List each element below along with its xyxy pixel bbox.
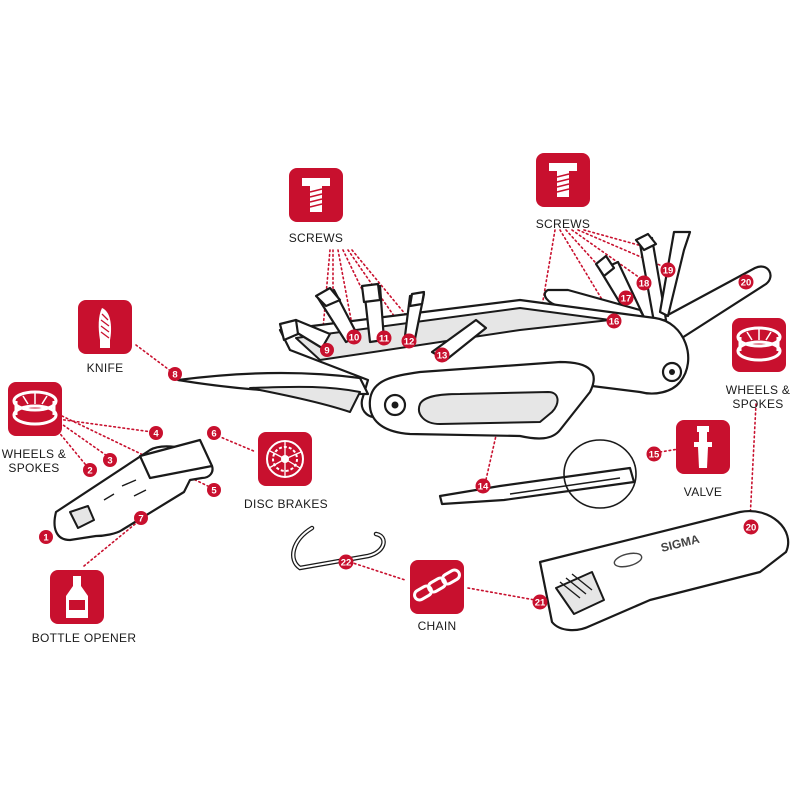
callout-11: 11 <box>376 330 392 346</box>
svg-text:19: 19 <box>663 266 674 277</box>
svg-text:17: 17 <box>621 294 632 305</box>
callout-6: 6 <box>207 426 221 440</box>
screw-icon <box>289 168 343 222</box>
callout-15: 15 <box>646 446 662 462</box>
callout-19: 19 <box>660 262 676 278</box>
bottle-icon <box>50 570 104 624</box>
label-wheels-right-line1: WHEELS & <box>726 383 790 397</box>
svg-text:2: 2 <box>87 466 92 477</box>
label-wheels-left-line2: SPOKES <box>8 461 59 475</box>
svg-text:4: 4 <box>153 429 159 440</box>
callout-1: 1 <box>39 530 53 544</box>
label-bottle-opener: BOTTLE OPENER <box>32 631 137 645</box>
callout-8: 8 <box>168 367 182 381</box>
knife-icon <box>78 300 132 354</box>
chain-icon <box>410 560 464 614</box>
label-wheels-right-line2: SPOKES <box>732 397 783 411</box>
svg-text:8: 8 <box>172 370 177 381</box>
svg-text:5: 5 <box>211 486 217 497</box>
main-multitool <box>176 230 772 440</box>
callout-12: 12 <box>401 333 417 349</box>
callout-10: 10 <box>346 329 362 345</box>
callout-17: 17 <box>618 290 634 306</box>
label-screws-left: SCREWS <box>289 231 343 245</box>
chain-hook <box>291 525 386 571</box>
callout-13: 13 <box>434 347 450 363</box>
wheel-spokes-icon <box>8 382 62 436</box>
disc-brake-icon <box>258 432 312 486</box>
wheel-spokes-icon <box>732 318 786 372</box>
svg-text:22: 22 <box>341 558 352 569</box>
callout-7: 7 <box>134 511 148 525</box>
screw-icon <box>536 153 590 207</box>
valve-icon <box>676 420 730 474</box>
callout-5: 5 <box>207 483 221 497</box>
spoke-wrench-tool <box>53 438 214 542</box>
callout-2: 2 <box>83 463 97 477</box>
label-screws-right: SCREWS <box>536 217 590 231</box>
callout-badges: 1 2 3 4 5 6 7 8 9 10 11 12 13 14 15 16 1… <box>39 262 759 610</box>
svg-text:7: 7 <box>138 514 143 525</box>
callout-20-bottom: 20 <box>743 519 759 535</box>
callout-3: 3 <box>103 453 117 467</box>
svg-text:1: 1 <box>43 533 49 544</box>
callout-4: 4 <box>149 426 163 440</box>
label-disc-brakes: DISC BRAKES <box>244 497 328 511</box>
svg-text:14: 14 <box>478 482 489 493</box>
label-chain: CHAIN <box>418 619 457 633</box>
label-valve: VALVE <box>684 485 722 499</box>
callout-22: 22 <box>338 554 354 570</box>
callout-20-top: 20 <box>738 274 754 290</box>
callout-16: 16 <box>606 313 622 329</box>
callout-21: 21 <box>532 594 548 610</box>
chain-tool: SIGMA <box>538 509 790 632</box>
svg-text:11: 11 <box>379 334 390 345</box>
label-knife: KNIFE <box>87 361 124 375</box>
callout-9: 9 <box>320 343 334 357</box>
svg-text:20: 20 <box>746 523 757 534</box>
label-wheels-left-line1: WHEELS & <box>2 447 66 461</box>
svg-text:9: 9 <box>324 346 329 357</box>
svg-text:16: 16 <box>609 317 620 328</box>
callout-18: 18 <box>636 275 652 291</box>
svg-text:20: 20 <box>741 278 752 289</box>
callout-14: 14 <box>475 478 491 494</box>
svg-text:3: 3 <box>107 456 112 467</box>
svg-text:12: 12 <box>404 337 415 348</box>
svg-text:6: 6 <box>211 429 216 440</box>
svg-text:15: 15 <box>649 450 660 461</box>
svg-text:10: 10 <box>349 333 360 344</box>
svg-text:21: 21 <box>535 598 546 609</box>
screwdriver-extension <box>438 439 637 509</box>
svg-text:18: 18 <box>639 279 650 290</box>
svg-text:13: 13 <box>437 351 448 362</box>
